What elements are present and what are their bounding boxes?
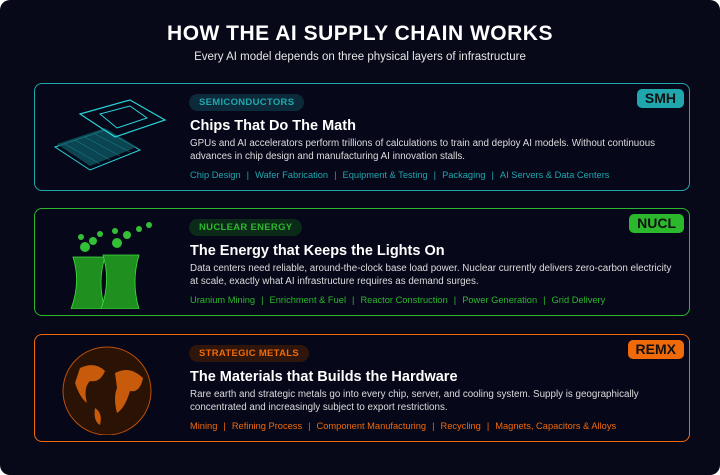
tag-item: Recycling [440,421,481,431]
tag-separator: | [334,170,337,180]
tag-list: Uranium Mining | Enrichment & Fuel | Reactor… [190,295,605,305]
tag-separator: | [433,170,437,180]
tag-separator: | [223,421,226,431]
card-heading: The Materials that Builds the Hardware [190,369,458,385]
ticker-badge: REMX [627,340,684,359]
tag-item: Mining [190,421,218,431]
tag-item: Refining Process [231,421,303,431]
tag-item: Equipment & Testing [342,170,428,180]
tag-separator: | [486,421,490,431]
card-heading: The Energy that Keeps the Lights On [190,243,445,259]
tag-separator: | [453,295,457,305]
card-nuclear-energy: NUCLEAR ENERGY NUCL The Energy that Keep… [34,208,690,316]
globe-icon [62,346,152,435]
card-description: Data centers need reliable, around-the-c… [190,263,672,287]
cooling-tower-icon [70,222,152,309]
card-heading: Chips That Do The Math [190,118,356,134]
page-subtitle: Every AI model depends on three physical… [194,51,526,63]
tag-separator: | [308,421,311,431]
category-pill: STRATEGIC METALS [189,345,309,362]
chip-icon [53,99,167,171]
tag-item: Enrichment & Fuel [269,295,347,305]
tag-separator: | [261,295,264,305]
category-pill: SEMICONDUCTORS [189,94,305,111]
tag-list: Chip Design | Wafer Fabrication | Equipment … [190,170,609,180]
category-pill: NUCLEAR ENERGY [189,219,303,236]
tag-item: Wafer Fabrication [255,170,329,180]
tag-item: Magnets, Capacitors & Alloys [495,421,617,431]
tag-separator: | [491,170,494,180]
tag-item: Reactor Construction [360,295,448,305]
tag-item: Component Manufacturing [316,421,427,431]
card-semiconductors: SEMICONDUCTORS SMH Chips That Do The Mat… [34,83,690,191]
tag-separator: | [352,295,355,305]
page-title: HOW THE AI SUPPLY CHAIN WORKS [167,22,553,45]
tag-separator: | [432,421,435,431]
tag-item: Grid Delivery [551,295,606,305]
tag-item: AI Servers & Data Centers [499,170,610,180]
ticker-badge: SMH [636,89,684,108]
tag-item: Uranium Mining [190,295,256,305]
tag-item: Packaging [442,170,486,180]
ticker-badge: NUCL [629,214,684,233]
tag-list: Mining | Refining Process | Component Manufa… [190,421,616,431]
card-description: Rare earth and strategic metals go into … [190,389,639,413]
tag-separator: | [543,295,546,305]
card-description: GPUs and AI accelerators perform trillio… [190,138,656,162]
card-strategic-metals: STRATEGIC METALS REMX The Materials that… [34,334,690,442]
tag-separator: | [246,170,250,180]
tag-item: Chip Design [190,170,241,180]
tag-item: Power Generation [462,295,538,305]
